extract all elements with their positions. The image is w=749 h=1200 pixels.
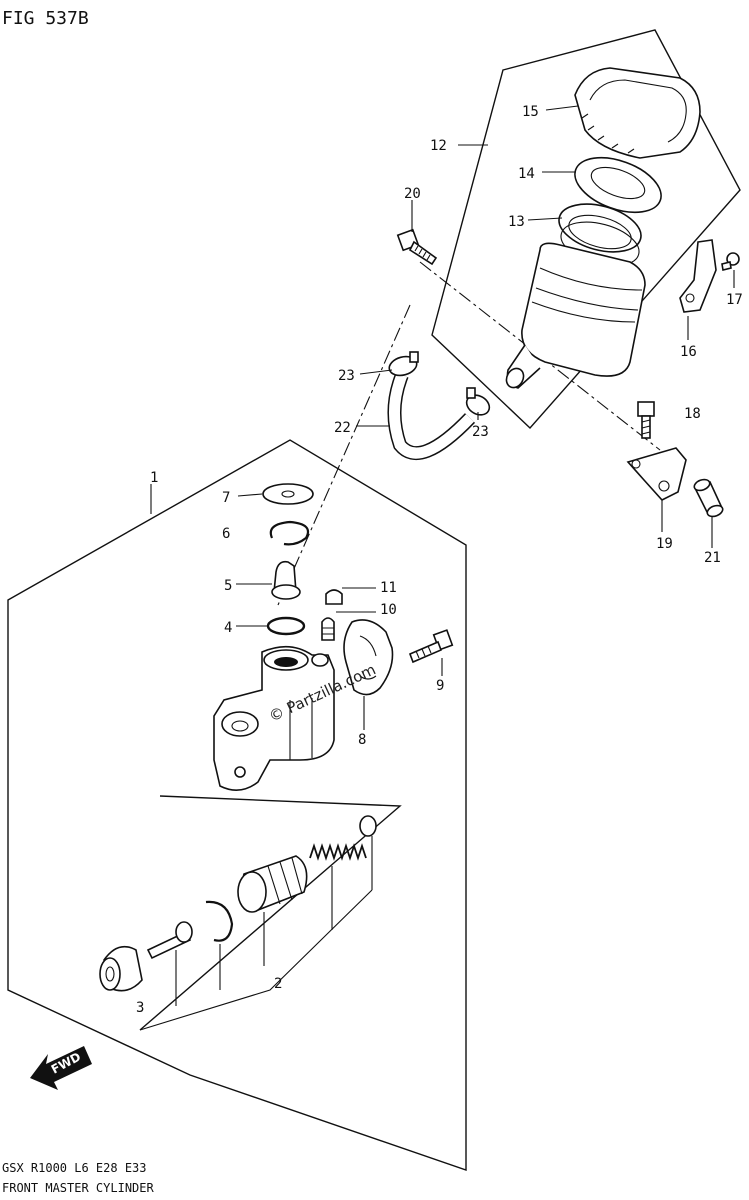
callout-21: 21: [704, 550, 721, 566]
hose-clamp-upper: [388, 351, 419, 377]
callout-23-lower: 23: [472, 424, 489, 440]
fwd-arrow: FWD: [30, 1046, 92, 1090]
callout-14: 14: [518, 166, 535, 182]
piston-group-frame: [139, 795, 402, 1031]
callout-2: 2: [274, 976, 282, 992]
master-cylinder-holder: [343, 619, 394, 696]
bleeder-valve: [321, 617, 335, 641]
push-rod-boot: [99, 945, 143, 992]
callout-9: 9: [436, 678, 444, 694]
callout-leaders: [150, 105, 735, 730]
callout-12: 12: [430, 138, 447, 154]
o-ring: [266, 616, 306, 636]
reservoir-bracket: [679, 239, 717, 313]
callout-5: 5: [224, 578, 232, 594]
callout-15: 15: [522, 104, 539, 120]
dust-boot: [262, 483, 314, 505]
piston-leader-lines: [139, 836, 373, 1031]
callout-6: 6: [222, 526, 230, 542]
callout-1: 1: [150, 470, 158, 486]
circlip-large: [205, 900, 234, 942]
hose-connector: [271, 560, 301, 600]
cushion: [693, 478, 724, 518]
circlip-small: [269, 520, 310, 546]
callout-18: 18: [684, 406, 701, 422]
hose-route-line: [277, 304, 411, 606]
reservoir-hose: [387, 372, 476, 461]
callout-3: 3: [136, 1000, 144, 1016]
reservoir-stay: [626, 447, 687, 501]
return-spring: [309, 815, 377, 861]
bleeder-cap: [325, 589, 343, 605]
callout-10: 10: [380, 602, 397, 618]
callout-4: 4: [224, 620, 232, 636]
push-rod: [146, 921, 193, 960]
holder-bolt: [408, 629, 454, 664]
footer-caption: FRONT MASTER CYLINDER: [2, 1181, 154, 1195]
callout-23-upper: 23: [338, 368, 355, 384]
callout-16: 16: [680, 344, 697, 360]
callout-11: 11: [380, 580, 397, 596]
callout-17: 17: [726, 292, 743, 308]
stay-bolt: [637, 401, 655, 439]
master-cylinder-body: [213, 645, 335, 791]
callout-22: 22: [334, 420, 351, 436]
reservoir-bolt: [396, 228, 438, 266]
reservoir-cap: [574, 67, 701, 159]
callout-7: 7: [222, 490, 230, 506]
callout-8: 8: [358, 732, 366, 748]
bracket-screw: [721, 252, 740, 271]
master-cylinder-group-frame: [7, 439, 467, 1171]
callout-20: 20: [404, 186, 421, 202]
footer-code: GSX R1000 L6 E28 E33: [2, 1161, 147, 1175]
figure-title: FIG 537B: [2, 8, 89, 29]
callout-19: 19: [656, 536, 673, 552]
hose-clamp-lower: [465, 387, 491, 416]
callout-13: 13: [508, 214, 525, 230]
reservoir-body: [505, 242, 646, 389]
piston-cup-set: [237, 855, 308, 913]
